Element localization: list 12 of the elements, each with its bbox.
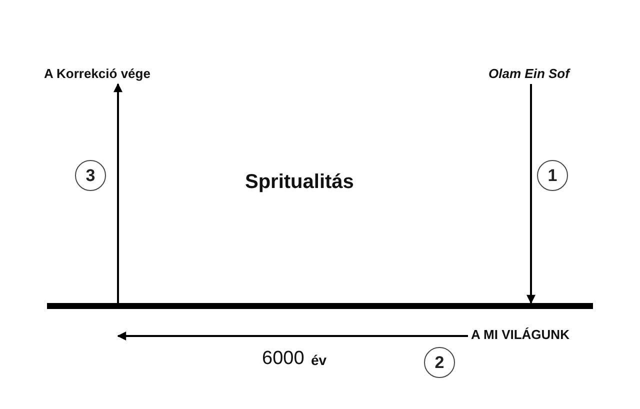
node-label: A MI VILÁGUNK	[468, 327, 613, 343]
text-label: Spritualitás	[245, 170, 354, 194]
arrow	[114, 83, 122, 303]
arrow	[526, 84, 536, 304]
step-number: 3	[75, 160, 106, 191]
text-label: 6000	[262, 348, 304, 371]
step-number: 1	[537, 160, 568, 191]
arrow	[117, 332, 468, 340]
node-label: A Korrekció vége	[44, 66, 189, 82]
text-label: év	[311, 352, 327, 369]
step-number: 2	[424, 347, 455, 378]
node-label: Olam Ein Sof	[478, 66, 580, 82]
